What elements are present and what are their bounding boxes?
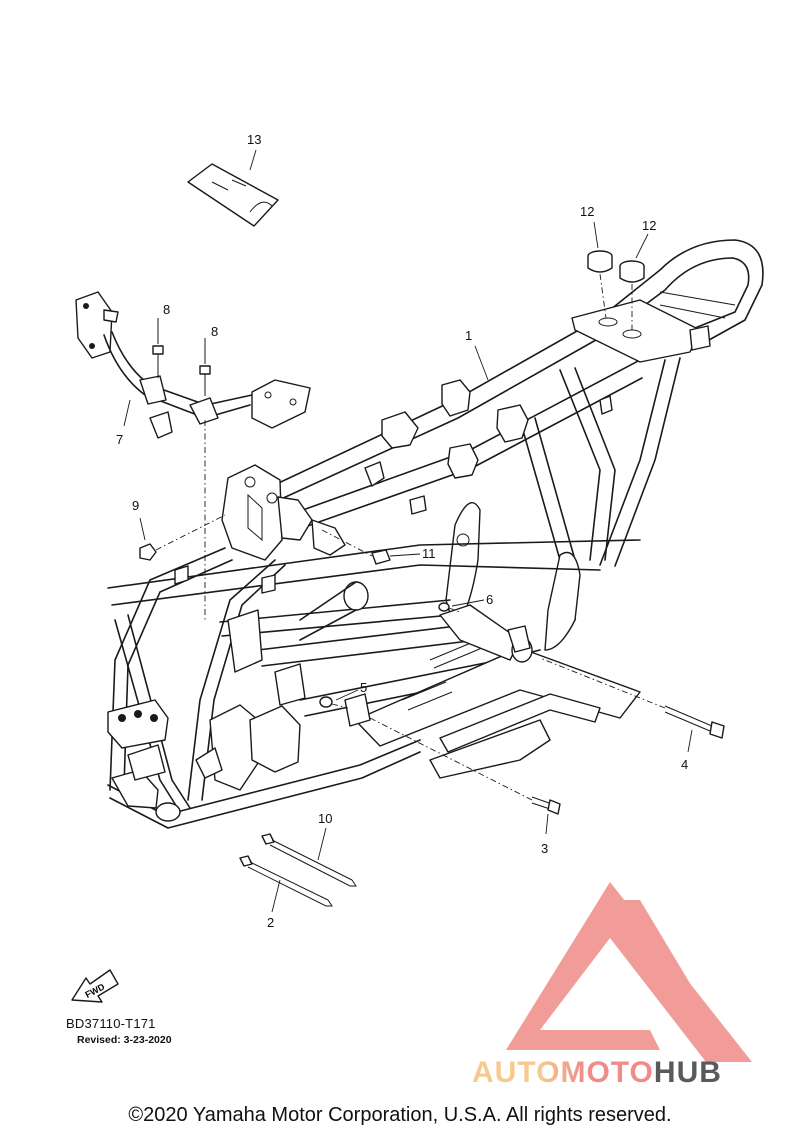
- callout-13[interactable]: 13: [247, 132, 261, 147]
- callout-12-left[interactable]: 12: [580, 204, 594, 219]
- callout-11[interactable]: 11: [422, 546, 436, 561]
- callout-1[interactable]: 1: [465, 328, 472, 343]
- collar-6[interactable]: [438, 602, 461, 613]
- copyright-notice: ©2020 Yamaha Motor Corporation, U.S.A. A…: [128, 1104, 672, 1126]
- bolt-8-left[interactable]: [152, 318, 164, 378]
- callout-12-right[interactable]: 12: [642, 218, 656, 233]
- callout-8-right[interactable]: 8: [211, 324, 218, 339]
- front-subframe[interactable]: [75, 291, 311, 439]
- leader-lines: [123, 149, 693, 913]
- bolt-3[interactable]: [369, 717, 561, 815]
- callout-4[interactable]: 4: [681, 757, 688, 772]
- clip-11[interactable]: [321, 529, 391, 565]
- main-frame[interactable]: [107, 239, 764, 829]
- nut-9[interactable]: [139, 514, 226, 561]
- damper-12-left[interactable]: [587, 250, 613, 319]
- callout-3[interactable]: 3: [541, 841, 548, 856]
- diagram-code: BD37110-T171: [66, 1016, 156, 1031]
- callout-5[interactable]: 5: [360, 680, 367, 695]
- warning-label-13[interactable]: [187, 163, 279, 227]
- watermark-text: AUTOMOTOHUB: [472, 1056, 722, 1090]
- callout-10[interactable]: 10: [318, 811, 332, 826]
- callout-2[interactable]: 2: [267, 915, 274, 930]
- watermark-part1: AUTOMOTO: [472, 1056, 654, 1089]
- cable-tie-2[interactable]: [239, 855, 333, 907]
- watermark-part2: HUB: [653, 1056, 722, 1089]
- callout-9[interactable]: 9: [132, 498, 139, 513]
- cable-tie-10[interactable]: [261, 833, 357, 887]
- fwd-arrow-icon: FWD: [71, 969, 119, 1003]
- bolt-8-right[interactable]: [199, 338, 211, 396]
- diagram-revised-date: Revised: 3-23-2020: [77, 1034, 172, 1046]
- collar-5[interactable]: [319, 696, 349, 709]
- automotohub-logo: [506, 882, 752, 1062]
- callout-7[interactable]: 7: [116, 432, 123, 447]
- callout-6[interactable]: 6: [486, 592, 493, 607]
- bolt-4[interactable]: [539, 657, 725, 739]
- callout-8-left[interactable]: 8: [163, 302, 170, 317]
- damper-12-right[interactable]: [619, 260, 645, 330]
